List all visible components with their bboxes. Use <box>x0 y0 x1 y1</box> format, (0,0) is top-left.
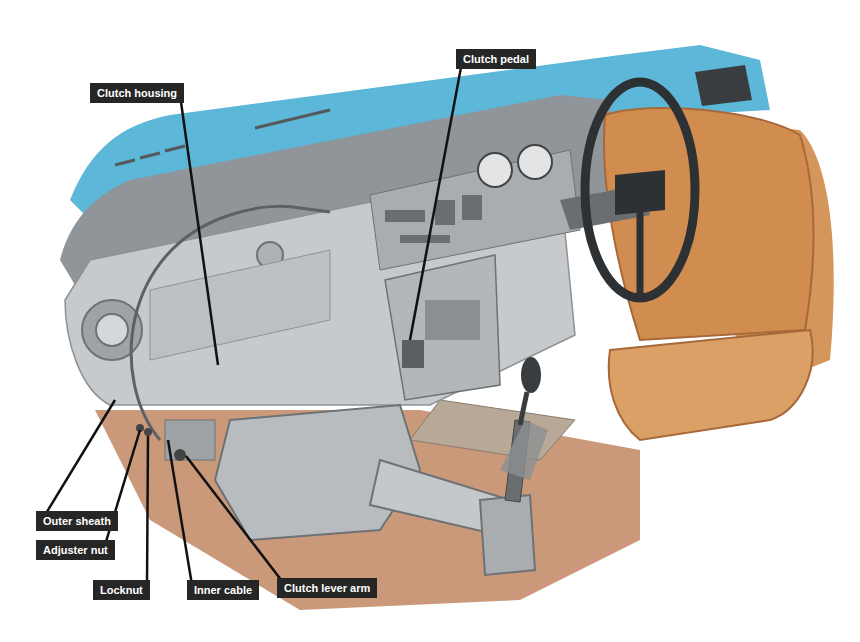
part-label: Locknut <box>93 580 150 600</box>
demister-vents <box>115 110 330 165</box>
gauge <box>518 145 552 179</box>
gear-knob <box>521 357 541 393</box>
part-label: Inner cable <box>187 580 259 600</box>
part-label: Outer sheath <box>36 511 118 531</box>
pedal <box>402 340 424 368</box>
steering-wheel <box>585 82 695 298</box>
part-label: Adjuster nut <box>36 540 115 560</box>
clutch-lever <box>165 420 215 460</box>
mirror <box>695 65 752 106</box>
part-label: Clutch pedal <box>456 49 536 69</box>
centre-console <box>385 255 500 400</box>
part-label: Clutch housing <box>90 83 184 103</box>
part-label: Clutch lever arm <box>277 578 377 598</box>
seat-back <box>604 108 814 340</box>
leader-lines <box>45 62 462 585</box>
clutch-cable <box>131 206 330 440</box>
gauge <box>478 153 512 187</box>
seat-cushion <box>609 330 813 440</box>
floor-mat <box>410 400 575 460</box>
glovebox <box>150 250 330 360</box>
